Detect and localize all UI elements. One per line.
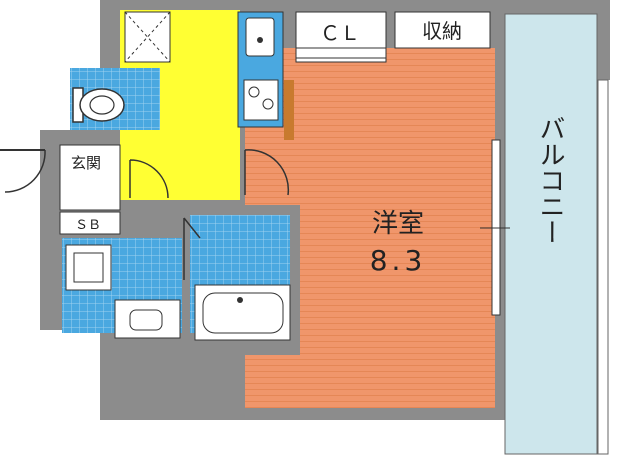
washer-pan [65, 244, 112, 291]
entrance-door [0, 149, 46, 193]
shoe-box [59, 211, 121, 235]
fridge-space [284, 80, 294, 140]
washing-basin [114, 299, 181, 339]
storage-label: 収納 [422, 19, 462, 43]
washer-space [124, 11, 171, 63]
interior-doors [129, 149, 290, 280]
western-room-label: 洋室 [372, 209, 424, 239]
balcony-area [504, 13, 598, 455]
balcony-label: バルコニー [535, 115, 565, 245]
room-size-label: 8.3 [370, 244, 427, 277]
closet-label: ＣＬ [320, 21, 360, 45]
shoe-box-label: ＳＢ [75, 218, 101, 233]
kitchen-counter [237, 11, 284, 128]
entrance-label: 玄関 [71, 154, 101, 172]
bathtub [194, 284, 291, 341]
storage-area [394, 11, 491, 49]
western-room-lower [300, 205, 495, 408]
toilet-icon [72, 87, 125, 123]
entrance-floor [59, 144, 121, 211]
